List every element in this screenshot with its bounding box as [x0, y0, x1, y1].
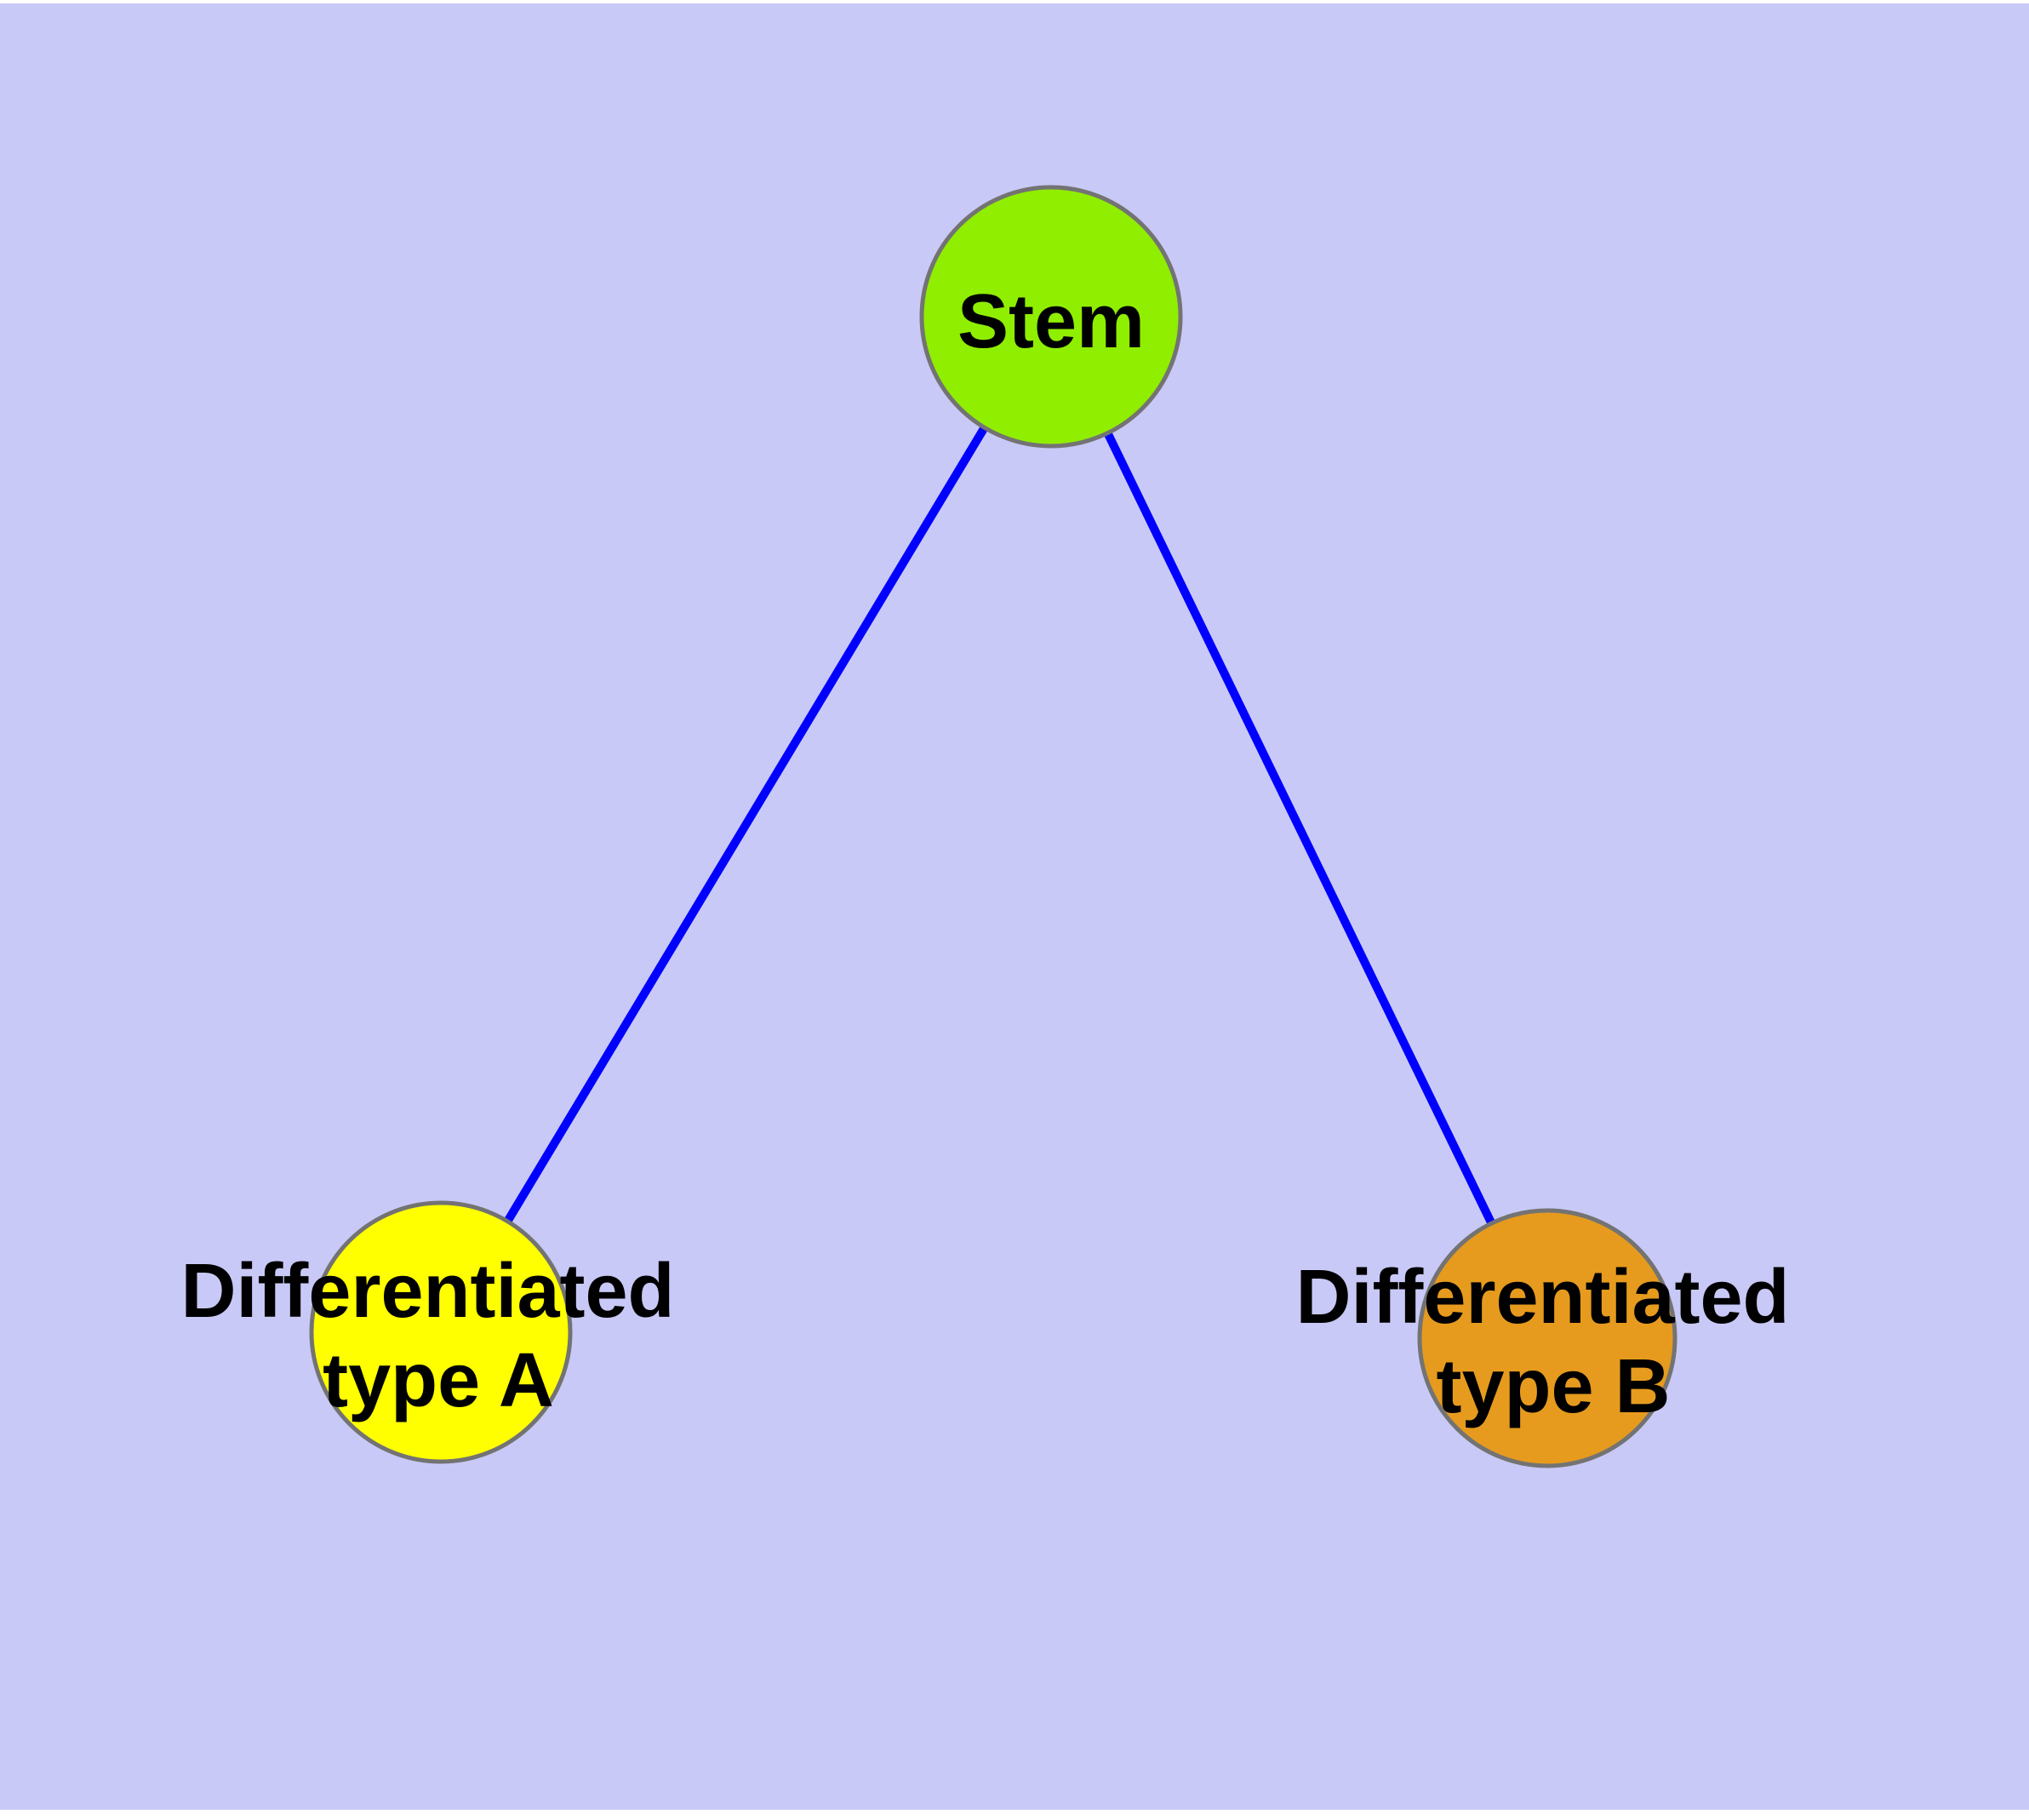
node-type-a-circle[interactable]	[309, 1200, 573, 1464]
node-differentiated-type-b[interactable]: Differentiated type B	[1295, 1208, 1810, 1468]
node-type-b-label-line2: type B	[1436, 1344, 1670, 1429]
node-stem[interactable]: Stem	[919, 185, 1183, 449]
node-type-a-label-line1: Differentiated	[180, 1249, 674, 1334]
node-type-b-label: Differentiated type B	[1295, 1255, 1810, 1429]
node-type-b-label-line1: Differentiated	[1295, 1255, 1789, 1340]
node-type-b-circle[interactable]	[1417, 1208, 1677, 1468]
node-type-a-label: Differentiated type A	[180, 1249, 695, 1423]
node-stem-circle[interactable]	[919, 185, 1183, 449]
edge-stem-to-type-a	[437, 314, 1055, 1335]
node-stem-label: Stem	[957, 279, 1145, 364]
node-type-a-label-line2: type A	[323, 1338, 554, 1423]
node-differentiated-type-a[interactable]: Differentiated type A	[180, 1200, 695, 1464]
edge-stem-to-type-b	[1047, 314, 1552, 1341]
